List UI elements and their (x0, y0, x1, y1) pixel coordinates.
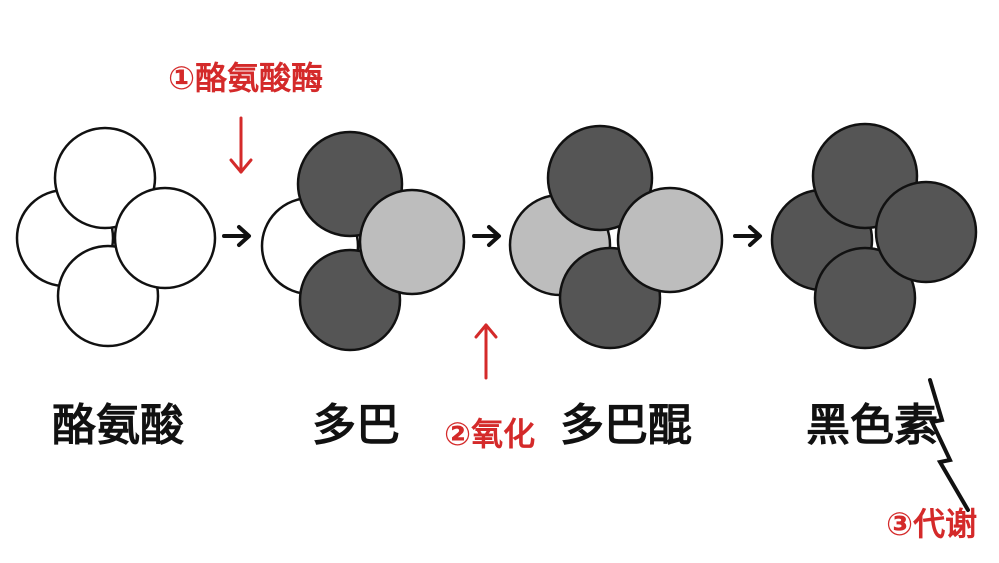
dopaquinone-molecule (508, 124, 724, 350)
oxidation-arrow-up (474, 323, 498, 380)
tyrosine-sphere-right (113, 186, 217, 290)
arrow-right-2 (472, 225, 501, 247)
stage-label-dopaquinone: 多巴醌 (560, 400, 692, 451)
arrow-right-3 (733, 225, 762, 247)
tyrosine-molecule (15, 126, 217, 348)
enzyme-arrow-down (229, 116, 253, 174)
melanin-molecule (770, 122, 978, 350)
dopaquinone-sphere-top (546, 124, 654, 232)
melanin-sphere-bottom (813, 246, 917, 350)
metabolism-annotation: ③代谢 (886, 505, 978, 543)
dopa-molecule (260, 130, 466, 352)
stage-label-melanin: 黑色素 (806, 400, 938, 451)
stage-label-tyrosine: 酪氨酸 (52, 400, 184, 451)
arrow-right-1 (222, 225, 251, 247)
melanin-sphere-right (874, 180, 978, 284)
dopa-sphere-right (358, 188, 466, 296)
dopaquinone-sphere-right (616, 186, 724, 294)
lightning-bolt-icon (928, 378, 970, 512)
stage-label-dopa: 多巴 (312, 400, 400, 451)
enzyme-annotation: ①酪氨酸酶 (168, 59, 324, 97)
oxidation-annotation: ②氧化 (444, 415, 536, 453)
